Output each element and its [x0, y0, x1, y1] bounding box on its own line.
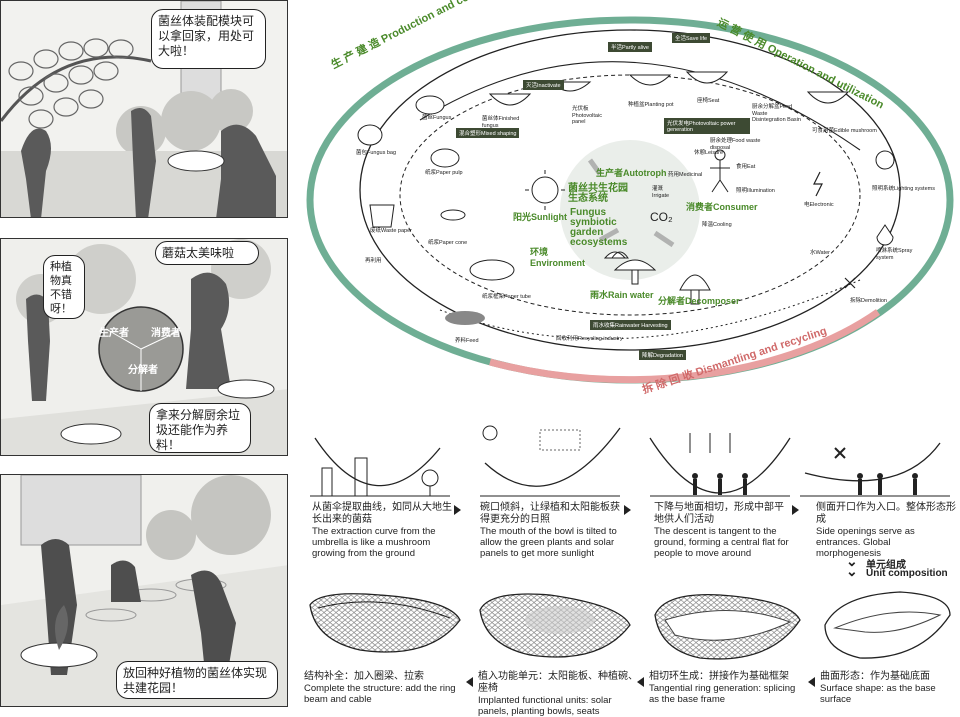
rainwater-label: 雨水Rain water: [590, 290, 654, 300]
step-top-4-en: Side openings serve as entrances. Global…: [816, 526, 915, 559]
partly-alive-tag: 半活Partly alive: [608, 42, 652, 52]
environment-label-en: Environment: [530, 258, 586, 268]
comic-panel-1: 菌丝体装配模块可以拿回家，用处可大啦！: [0, 0, 288, 218]
flow-arrow: [624, 505, 631, 515]
irrigate-label: 灌溉Irrigate: [652, 186, 670, 199]
water-label: 水Water: [810, 250, 830, 256]
step-bottom-4: 曲面形态：作为基础底面 Surface shape: as the base s…: [820, 671, 958, 705]
finished-fungus-label: 菌丝体Finished fungus: [482, 116, 520, 129]
eat-label: 食用Eat: [736, 164, 756, 170]
waste-paper-label: 废纸Waste paper: [370, 228, 412, 234]
form-derivation-sketches: [310, 425, 950, 497]
decomposer-label: 分解者Decomposer: [658, 296, 740, 306]
unit-composition-en: Unit composition: [866, 568, 948, 579]
demolition-label: 拆除Demolition: [850, 298, 887, 304]
wheel-consumer-label: 消费者: [151, 328, 181, 339]
co2-label: CO₂: [650, 210, 673, 224]
unit-composition-sketches: [309, 591, 951, 660]
step-bottom-2-en: Implanted functional units: solar panels…: [478, 695, 612, 717]
step-bottom-2: 植入功能单元：太阳能板、种植碗、座椅 Implanted functional …: [478, 671, 638, 717]
electronic-label: 电Electronic: [804, 202, 834, 208]
speech-bubble: 菌丝体装配模块可以拿回家，用处可大啦！: [151, 9, 266, 69]
flow-arrow: [808, 677, 815, 687]
step-top-4: 侧面开口作为入口。整体形态形成 Side openings serve as e…: [816, 502, 956, 559]
recycling-arc: [489, 309, 881, 384]
speech-bubble: 种植物真不错呀！: [43, 255, 85, 319]
paper-pulp-label: 纸浆Paper pulp: [425, 170, 463, 176]
edible-mushroom-label: 可食用菌Edible mushroom: [812, 128, 877, 134]
ecosystem-diagram: [306, 16, 954, 384]
step-bottom-3-cn: 相切环生成：拼接作为基础框架: [649, 671, 789, 682]
paper-cone-label: 纸浆Paper cone: [428, 240, 468, 246]
fungus-bag-label: 菌包Fungus bag: [356, 150, 397, 156]
consumer-label: 消费者Consumer: [686, 202, 758, 212]
step-top-2-en: The mouth of the bowl is tilted to allow…: [480, 526, 617, 559]
autotroph-label: 生产者Autotroph: [596, 168, 667, 178]
panel-3-illustration: [1, 475, 287, 706]
paper-tube-label: 纸浆框架Paper tube: [482, 294, 531, 300]
feed-label: 养料Feed: [455, 338, 479, 344]
food-waste-disposal-label: 厨余处理Food waste disposal: [710, 138, 761, 151]
step-top-1-cn: 从菌伞提取曲线，如同从大地生长出来的菌菇: [312, 502, 452, 525]
flow-arrow: [792, 505, 799, 515]
mixed-shaping-tag: 混合塑形Mixed shaping: [456, 128, 520, 138]
save-life-tag: 全活Save life: [672, 33, 711, 43]
degradation-tag: 降解Degradation: [639, 350, 686, 360]
sunlight-label: 阳光Sunlight: [513, 212, 567, 222]
environment-label-cn: 环境: [530, 247, 549, 257]
step-bottom-4-cn: 曲面形态：作为基础底面: [820, 671, 930, 682]
rainwater-harvesting-tag: 雨水收集Rainwater Harvesting: [590, 320, 671, 330]
leisure-label: 休憩Leisure: [694, 150, 724, 156]
pv-generation-tag: 光伏发电Photovoltaic power generation: [664, 118, 750, 134]
speech-bubble: 放回种好植物的菌丝体实现共建花园！: [116, 661, 278, 699]
center-title-cn: 菌丝共生花园生态系统: [568, 183, 628, 204]
medicinal-label: 药用Medicinal: [668, 172, 703, 178]
cooling-label: 降温Cooling: [702, 222, 732, 228]
step-top-3-en: The descent is tangent to the ground, fo…: [654, 526, 789, 559]
flow-arrow: [466, 677, 473, 687]
step-bottom-1-en: Complete the structure: add the ring bea…: [304, 683, 456, 705]
step-top-4-cn: 侧面开口作为入口。整体形态形成: [816, 502, 956, 525]
wheel-decomposer-label: 分解者: [128, 365, 158, 376]
unit-composition-cn: 单元组成: [866, 560, 906, 571]
fungus-label: 菌丝Fungus: [422, 115, 452, 121]
inactivate-tag: 灭活Inactivate: [523, 80, 564, 90]
step-bottom-3: 相切环生成：拼接作为基础框架 Tangential ring generatio…: [649, 671, 805, 705]
step-top-3-cn: 下降与地面相切，形成中部平地供人们活动: [654, 502, 784, 525]
step-top-3: 下降与地面相切，形成中部平地供人们活动 The descent is tange…: [654, 502, 790, 559]
lighting-systems-label: 照明系统Lighting systems: [872, 186, 935, 192]
flow-arrow: [454, 505, 461, 515]
step-top-1: 从菌伞提取曲线，如同从大地生长出来的菌菇 The extraction curv…: [312, 502, 456, 559]
food-waste-basin-label: 厨余分解盆Food Waste Disintegration Basin: [752, 104, 801, 123]
center-title-en: Fungus symbiotic garden ecosystems: [570, 207, 628, 248]
recycling-industry-label: 回收利用Recycling industry: [556, 336, 623, 342]
step-top-2: 碗口倾斜，让绿植和太阳能板获得更充分的日照 The mouth of the b…: [480, 502, 626, 559]
step-bottom-4-en: Surface shape: as the base surface: [820, 683, 936, 705]
comic-panel-2: 种植物真不错呀！ 蘑菇太美味啦 拿来分解厨余垃圾还能作为养料！ 生产者 消费者 …: [0, 238, 288, 456]
seat-label: 座椅Seat: [697, 98, 720, 104]
step-top-2-cn: 碗口倾斜，让绿植和太阳能板获得更充分的日照: [480, 502, 620, 525]
step-top-1-en: The extraction curve from the umbrella i…: [312, 526, 436, 559]
planting-pot-label: 种植盆Planting pot: [628, 102, 674, 108]
pv-panel-label: 光伏板Photovoltaic panel: [572, 106, 602, 125]
spray-system-label: 喷淋系统Spray system: [876, 248, 913, 261]
flow-arrow: [637, 677, 644, 687]
chevron-down-icon: ⌄⌄: [846, 553, 858, 579]
wheel-producer-label: 生产者: [99, 328, 129, 339]
step-bottom-3-en: Tangential ring generation: splicing as …: [649, 683, 796, 705]
step-bottom-1: 结构补全：加入圈梁、拉索 Complete the structure: add…: [304, 671, 464, 705]
step-bottom-2-cn: 植入功能单元：太阳能板、种植碗、座椅: [478, 671, 638, 694]
comic-panel-3: 放回种好植物的菌丝体实现共建花园！: [0, 474, 288, 707]
speech-bubble: 蘑菇太美味啦: [155, 241, 259, 265]
illumination-label: 照明Illumination: [736, 188, 775, 194]
step-bottom-1-cn: 结构补全：加入圈梁、拉索: [304, 671, 424, 682]
speech-bubble: 拿来分解厨余垃圾还能作为养料！: [149, 403, 251, 453]
reuse-label: 再利用: [365, 258, 382, 264]
